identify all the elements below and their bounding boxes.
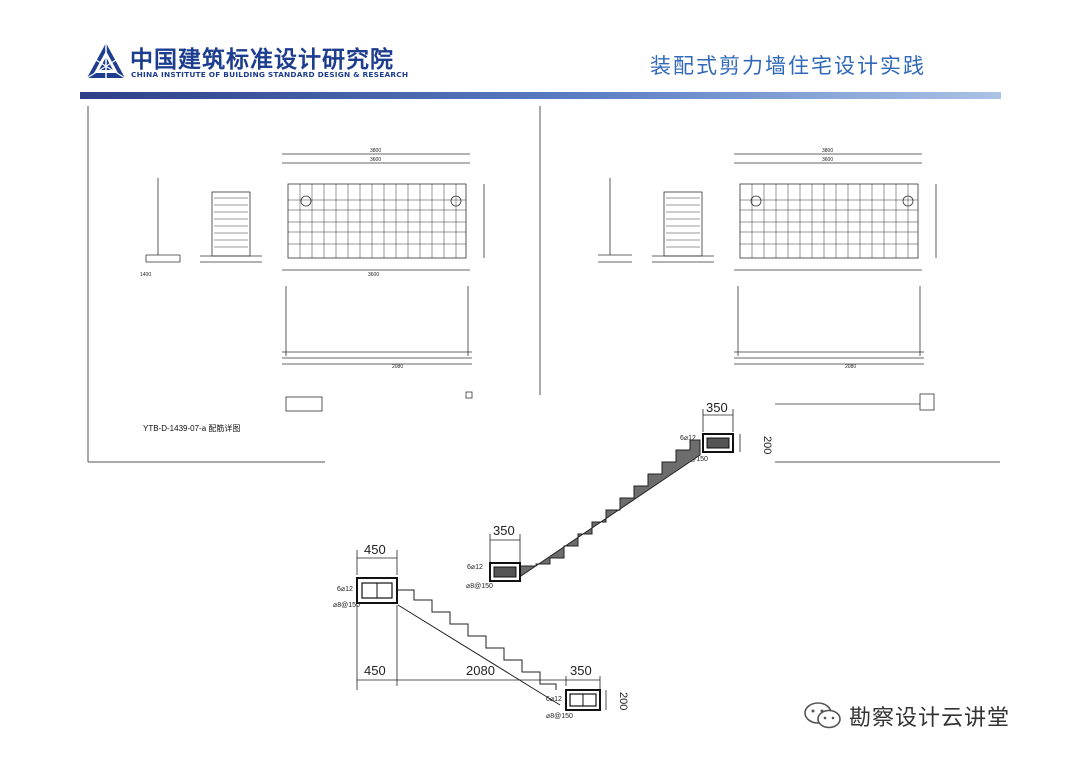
lower-span-left: 450: [364, 663, 386, 678]
lower-left-section-width: 450: [364, 542, 386, 557]
left-sheet-side-views: [145, 178, 262, 263]
watermark-text: 勘察设计云讲堂: [849, 706, 1011, 731]
stair-flight-lower: [397, 589, 561, 706]
middle-section-width: 350: [493, 523, 515, 538]
institute-logo-icon: [86, 43, 126, 79]
left-dim-320: 1400: [140, 272, 151, 278]
right-dim-2080: 2080: [845, 364, 856, 370]
middle-section-rebar: 6⌀12: [467, 564, 483, 571]
drawing-sheet-frames: [87, 106, 1000, 463]
right-sheet-plan: [734, 286, 935, 411]
lower-span-mid: 2080: [466, 663, 495, 678]
watermark: 勘察设计云讲堂: [803, 700, 1010, 732]
section-middle: 350 6⌀12 ⌀8@150: [466, 523, 521, 590]
left-sheet-plan: [282, 286, 473, 412]
institute-name-cn: 中国建筑标准设计研究院: [130, 47, 394, 73]
section-top: 350 200 6⌀12 ⌀8@150: [680, 400, 773, 463]
right-dim-3800: 3800: [822, 148, 833, 154]
lower-right-section-height: 200: [617, 692, 629, 710]
header-divider-bar: [80, 92, 1001, 99]
top-section-width: 350: [706, 400, 728, 415]
lower-right-rebar: 6⌀12: [546, 696, 562, 703]
slide-title: 装配式剪力墙住宅设计实践: [650, 54, 926, 78]
right-sheet-elevation: [734, 153, 937, 271]
lower-right-section-width: 350: [570, 663, 592, 678]
left-sheet-elevation: [282, 153, 485, 271]
lower-left-stirrup: ⌀8@150: [333, 602, 360, 609]
lower-dimension-line: [356, 605, 601, 690]
lower-left-rebar: 6⌀12: [337, 586, 353, 593]
top-section-rebar: 6⌀12: [680, 435, 696, 442]
sheet-label: YTB-D-1439-07-a 配筋详图: [143, 423, 240, 433]
section-lower-left: 450 6⌀12 ⌀8@150: [333, 542, 398, 609]
top-section-height: 200: [761, 436, 773, 454]
top-section-stirrup: ⌀8@150: [681, 456, 708, 463]
wechat-icon: [804, 702, 841, 729]
left-dim-3600: 3600: [370, 157, 381, 163]
left-dim-2080: 2080: [392, 364, 403, 370]
left-dim-bottom: 3600: [368, 272, 379, 278]
section-lower-right: 200 6⌀12 ⌀8@150: [546, 689, 629, 720]
lower-right-stirrup: ⌀8@150: [546, 713, 573, 720]
right-dim-3600: 3600: [822, 157, 833, 163]
right-sheet-side-views: [598, 178, 714, 263]
slide-header: 中国建筑标准设计研究院 CHINA INSTITUTE OF BUILDING …: [0, 0, 1080, 100]
middle-section-stirrup: ⌀8@150: [466, 583, 493, 590]
stair-flight-upper: [489, 439, 701, 581]
left-dim-3800: 3800: [370, 148, 381, 154]
institute-name-en: CHINA INSTITUTE OF BUILDING STANDARD DES…: [131, 70, 409, 79]
